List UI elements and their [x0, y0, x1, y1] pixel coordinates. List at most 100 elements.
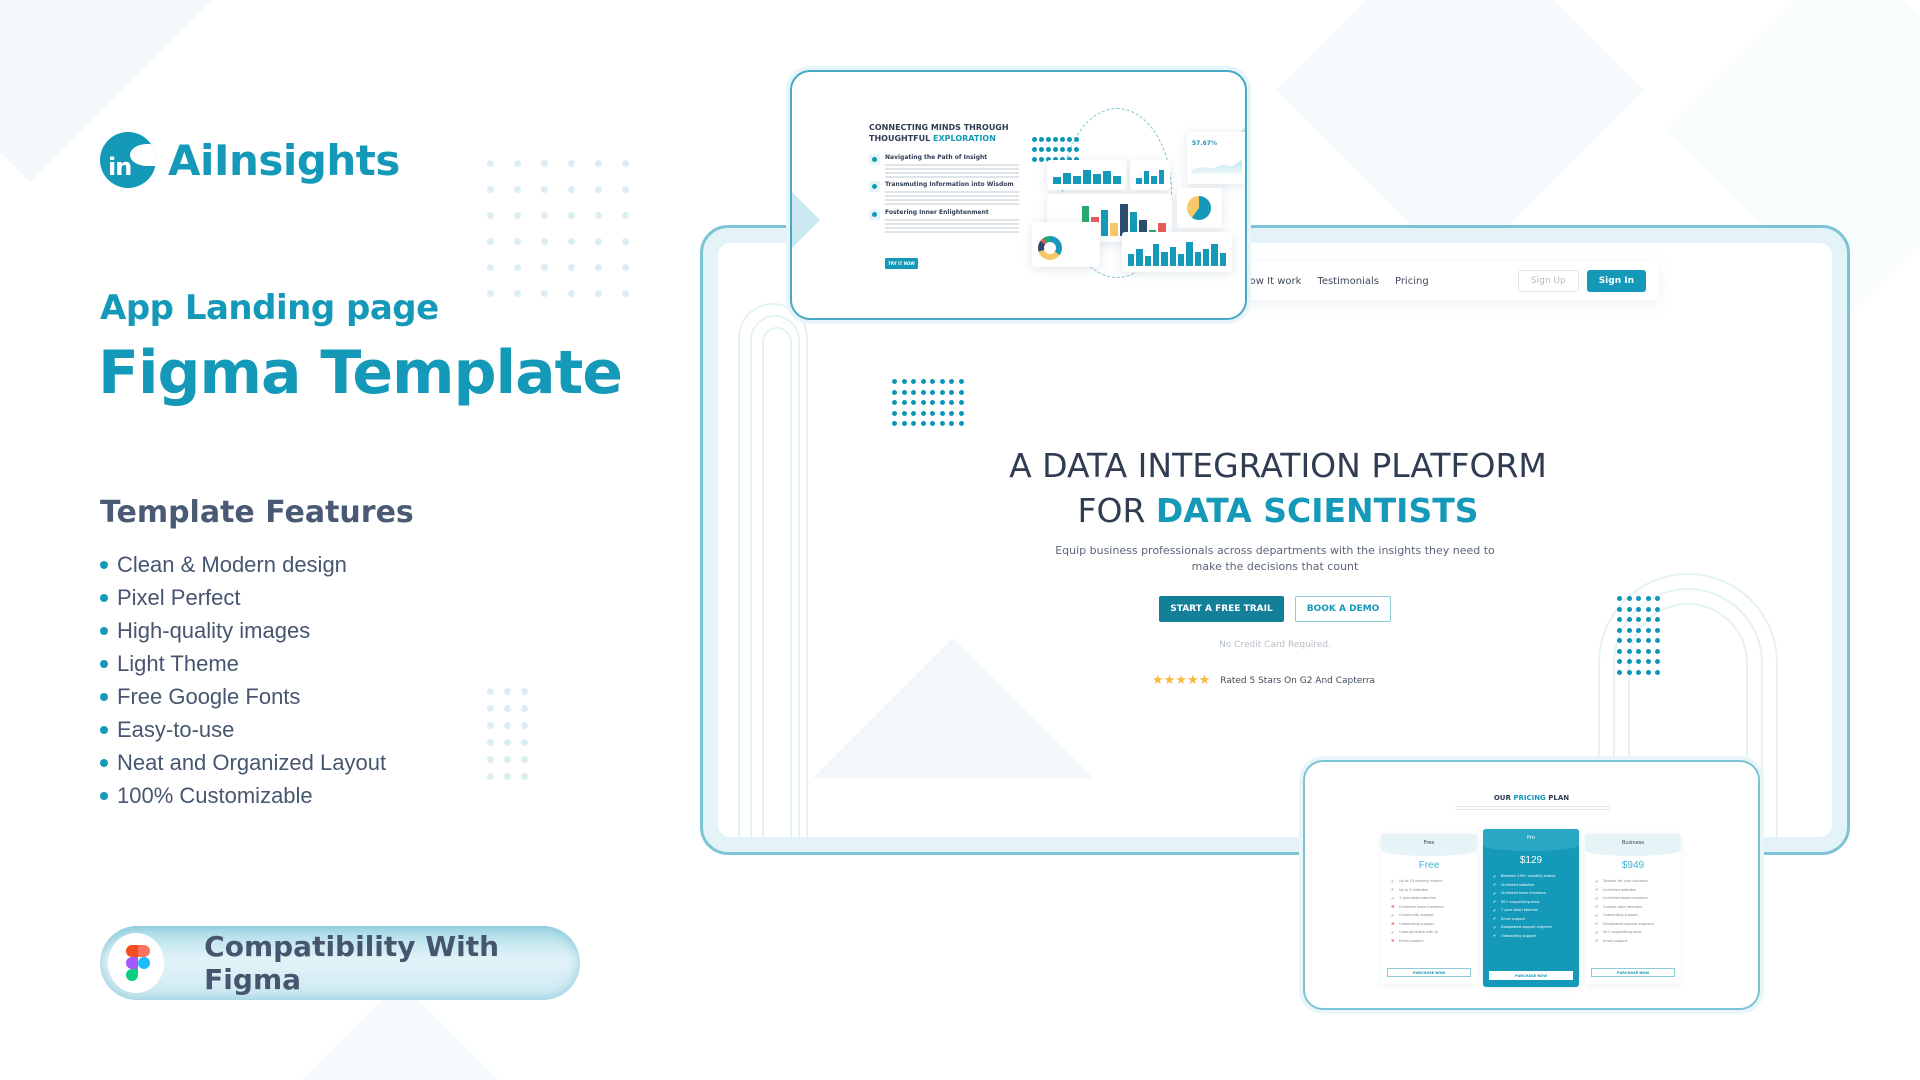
brand-logo: in AiInsights — [100, 132, 400, 188]
brain-icon — [869, 181, 880, 192]
check-icon: ✔ — [1391, 895, 1395, 901]
feature-item: Free Google Fonts — [100, 680, 386, 713]
nav-link-pricing[interactable]: Pricing — [1394, 275, 1429, 287]
feature-section-preview-card: CONNECTING MINDS THROUGH THOUGHTFUL EXPL… — [790, 70, 1247, 320]
pricing-section-preview-card: OUR PRICING PLAN Free Free ✔Up to 10 mon… — [1303, 760, 1760, 1010]
bullet-icon — [100, 758, 108, 767]
dashboard-widget — [1130, 160, 1170, 190]
features-list: Clean & Modern design Pixel Perfect High… — [100, 548, 386, 812]
check-icon: ✔ — [1595, 912, 1599, 918]
feature-item: Transmuting Information into Wisdom — [869, 181, 1019, 205]
brand-name: AiInsights — [168, 135, 400, 185]
decor-triangle — [792, 192, 820, 248]
check-icon: ✔ — [1391, 887, 1395, 893]
feature-item: Neat and Organized Layout — [100, 746, 386, 779]
bullet-icon — [100, 791, 108, 800]
cross-icon: ✖ — [1391, 904, 1395, 910]
nav-link-testimonials[interactable]: Testimonials — [1317, 275, 1379, 287]
cross-icon: ✖ — [1391, 938, 1395, 944]
check-icon: ✔ — [1595, 878, 1599, 884]
headline-highlight: DATA SCIENTISTS — [1155, 491, 1479, 530]
purchase-now-button[interactable]: PURCHASE NOW — [1591, 968, 1675, 977]
check-icon: ✔ — [1493, 890, 1497, 896]
check-icon: ✔ — [1493, 924, 1497, 930]
check-icon: ✔ — [1493, 873, 1497, 879]
figma-logo-icon — [108, 933, 165, 993]
try-it-now-button[interactable]: TRY IT NOW — [885, 258, 918, 269]
decorative-dot-grid — [1032, 137, 1079, 162]
pricing-plan-free: Free Free ✔Up to 10 monthly events ✔Up t… — [1381, 834, 1477, 984]
decor-arch — [762, 327, 792, 837]
feature-item: 100% Customizable — [100, 779, 386, 812]
feature-item: Light Theme — [100, 647, 386, 680]
check-icon: ✔ — [1493, 882, 1497, 888]
sign-in-button[interactable]: Sign In — [1586, 270, 1646, 292]
hero-title: Figma Template — [98, 338, 623, 408]
pricing-plan-business: Business $949 ✔Tailored for your busines… — [1585, 834, 1681, 984]
social-network-widget — [1032, 222, 1100, 267]
check-icon: ✔ — [1595, 904, 1599, 910]
check-icon: ✔ — [1595, 895, 1599, 901]
nav-link-how-it-work[interactable]: How It work — [1242, 275, 1302, 287]
no-credit-card-note: No Credit Card Required. — [1219, 640, 1331, 650]
decor-arch — [1598, 573, 1778, 837]
bullet-icon — [100, 593, 108, 602]
feature-item: Fostering Inner Enlightenment — [869, 209, 1019, 233]
rating-text: Rated 5 Stars On G2 And Capterra — [1220, 675, 1376, 686]
book-demo-button[interactable]: BOOK A DEMO — [1295, 596, 1391, 622]
paragraph-placeholder — [885, 164, 1019, 178]
stat-widget: 57.67% — [1187, 132, 1245, 184]
network-icon — [869, 209, 880, 220]
decor-arch — [750, 315, 800, 837]
decor-arch — [1613, 588, 1763, 837]
decor-arch — [1628, 603, 1748, 837]
check-icon: ✔ — [1595, 887, 1599, 893]
check-icon: ✔ — [1493, 933, 1497, 939]
figma-compatibility-badge: Compatibility With Figma — [100, 926, 580, 1000]
decorative-dot-grid — [487, 688, 528, 780]
dashboard-widget — [1047, 160, 1127, 190]
check-icon: ✔ — [1595, 921, 1599, 927]
decor-arch — [738, 303, 808, 837]
purchase-now-button[interactable]: PURCHASE NOW — [1387, 968, 1471, 977]
bullet-icon — [100, 725, 108, 734]
hero-eyebrow: App Landing page — [100, 288, 439, 328]
paragraph-placeholder — [885, 219, 1019, 233]
bullet-icon — [100, 626, 108, 635]
bullet-icon — [100, 692, 108, 701]
dashed-orbit — [1062, 108, 1172, 278]
badge-label: Compatibility With Figma — [204, 930, 500, 996]
check-icon: ✔ — [1391, 929, 1395, 935]
check-icon: ✔ — [1493, 916, 1497, 922]
bar-chart-widget — [1122, 232, 1232, 272]
paragraph-placeholder — [885, 191, 1019, 205]
purchase-now-button[interactable]: PURCHASE NOW — [1489, 971, 1573, 980]
feature-item: Pixel Perfect — [100, 581, 386, 614]
check-icon: ✔ — [1391, 878, 1395, 884]
pricing-plan-pro: Pro $129 ✔Between 250+ monthly events ✔U… — [1483, 829, 1579, 987]
preview-headline: A DATA INTEGRATION PLATFORM FOR DATA SCI… — [1009, 446, 1547, 530]
decorative-dot-grid — [1617, 596, 1660, 675]
feature-item: Navigating the Path of Insight — [869, 154, 1019, 178]
pie-chart-widget — [1177, 188, 1222, 228]
decorative-dot-grid — [487, 160, 629, 297]
decor-triangle — [813, 638, 1093, 778]
preview-subtext: Equip business professionals across depa… — [1055, 544, 1495, 573]
feature-item: Clean & Modern design — [100, 548, 386, 581]
bullet-icon — [100, 659, 108, 668]
check-icon: ✔ — [1595, 929, 1599, 935]
sign-up-button[interactable]: Sign Up — [1517, 270, 1579, 292]
feature-item: High-quality images — [100, 614, 386, 647]
check-icon: ✔ — [1493, 899, 1497, 905]
section-title: CONNECTING MINDS THROUGH THOUGHTFUL EXPL… — [869, 123, 1009, 143]
check-icon: ✔ — [1595, 938, 1599, 944]
pricing-title: OUR PRICING PLAN — [1493, 794, 1570, 802]
main-preview-screen — [718, 243, 1832, 837]
decorative-dot-grid — [892, 379, 964, 426]
feature-item: Easy-to-use — [100, 713, 386, 746]
check-icon: ✔ — [1391, 912, 1395, 918]
rating-row: ★★★★★ Rated 5 Stars On G2 And Capterra — [1152, 673, 1375, 688]
start-free-trial-button[interactable]: START A FREE TRAIL — [1159, 596, 1284, 622]
paragraph-placeholder — [1455, 806, 1610, 812]
cross-icon: ✖ — [1391, 921, 1395, 927]
